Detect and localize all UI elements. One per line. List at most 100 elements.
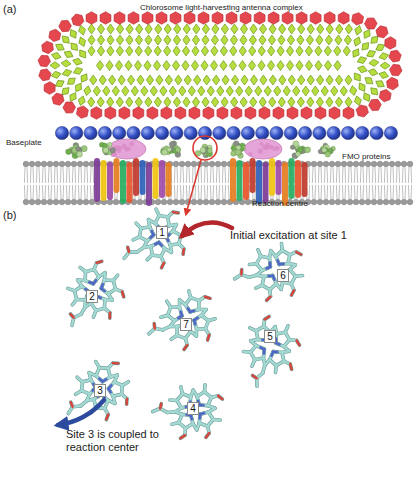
bond-shadow <box>297 340 300 345</box>
bond <box>183 338 189 345</box>
baseplate-protein <box>256 126 269 139</box>
bond-shadow <box>162 263 164 268</box>
lipid-head <box>317 161 323 167</box>
lipid-tail <box>63 185 65 199</box>
bchl-aggregate <box>83 85 92 96</box>
lipid-tail <box>381 167 383 183</box>
bchl-aggregate <box>194 75 201 85</box>
excitation-arrow <box>182 223 232 236</box>
chlorosome-envelope <box>351 12 364 26</box>
bchl-aggregate <box>352 36 362 48</box>
lipid-head <box>371 161 377 167</box>
lipid-tail <box>27 167 29 183</box>
bond <box>127 247 130 252</box>
lipid-tail <box>369 185 371 199</box>
bchl-aggregate <box>249 35 256 45</box>
lipid-head <box>389 161 395 167</box>
bchl-pigment <box>68 359 130 421</box>
lipid-tail <box>363 185 365 199</box>
lipid-tail <box>387 185 389 199</box>
bchl-aggregate <box>154 97 161 107</box>
bond <box>253 378 260 386</box>
bchl-aggregate <box>153 61 160 71</box>
lipid-tail <box>381 185 383 199</box>
lipid-tail <box>24 185 26 199</box>
bond-shadow <box>172 420 179 427</box>
chlorosome-envelope <box>170 12 181 25</box>
bchl-aggregate <box>61 59 72 67</box>
bchl-aggregate <box>306 35 313 45</box>
bchl-aggregate <box>335 97 342 107</box>
lipid-tail <box>336 167 338 183</box>
lipid-head <box>395 161 401 167</box>
baseplate-protein <box>227 126 240 139</box>
lipid-tail <box>54 185 56 199</box>
bond <box>177 307 184 315</box>
bond-shadow <box>268 274 272 278</box>
lipid-head <box>347 161 353 167</box>
bchl-aggregate <box>213 75 220 85</box>
bchl-aggregate <box>116 46 123 56</box>
bond-shadow <box>173 212 178 213</box>
bond-shadow <box>296 252 301 255</box>
bchl-aggregate <box>192 46 199 56</box>
lipid-head <box>53 199 59 205</box>
lipid-tail <box>312 167 314 183</box>
rc-subunit-detail <box>129 141 134 146</box>
bchl-aggregate <box>287 35 294 45</box>
bchl-aggregate <box>296 46 303 56</box>
bchl-aggregate <box>297 97 304 107</box>
lipid-head <box>335 161 341 167</box>
bchl-aggregate <box>88 24 95 34</box>
bchl-aggregate <box>321 86 328 96</box>
bond <box>148 227 154 235</box>
bond-shadow <box>159 215 168 217</box>
bond-shadow <box>168 307 171 315</box>
bchl-aggregate <box>192 97 199 107</box>
rc-subunit <box>108 139 146 159</box>
annotation-label: FMO proteins <box>342 152 390 161</box>
bond <box>103 379 107 382</box>
baseplate-protein <box>141 126 154 139</box>
bond <box>190 309 194 313</box>
bchl-aggregate <box>126 35 133 45</box>
bchl-aggregate <box>211 46 218 56</box>
bchl-aggregate <box>50 51 62 61</box>
bchl-aggregate <box>88 97 95 107</box>
rc-helix <box>237 160 243 201</box>
bchl-aggregate <box>135 35 142 45</box>
lipid-tail <box>57 167 59 183</box>
lipid-head <box>401 199 407 205</box>
bchl-aggregate <box>145 97 152 107</box>
bond-shadow <box>167 408 175 416</box>
bond-shadow <box>179 312 183 316</box>
bond <box>291 276 295 284</box>
rc-subunit <box>244 139 282 159</box>
rc-helix <box>302 162 308 197</box>
bond <box>249 272 257 280</box>
bchl-aggregate <box>73 81 84 93</box>
bchl-aggregate <box>259 35 266 45</box>
lipid-head <box>89 199 95 205</box>
lipid-head <box>71 199 77 205</box>
bond-shadow <box>268 262 272 266</box>
lipid-tail <box>387 167 389 183</box>
bchl-aggregate <box>317 75 324 85</box>
rc-helix <box>133 158 139 196</box>
bond-shadow <box>103 379 107 382</box>
bchl-aggregate <box>345 97 352 107</box>
bond <box>250 352 254 360</box>
bchl-aggregate <box>173 46 180 56</box>
annotation-label: (a) <box>3 3 16 16</box>
bchl-aggregate <box>173 97 180 107</box>
bchl-aggregate <box>236 86 243 96</box>
bond-shadow <box>256 326 264 330</box>
bchl-aggregate <box>160 86 167 96</box>
lipid-tail <box>375 185 377 199</box>
bond-shadow <box>76 390 82 395</box>
lipid-tail <box>51 167 53 183</box>
bond-shadow <box>180 434 185 439</box>
bond-shadow <box>70 402 73 407</box>
bond <box>148 220 155 224</box>
bond <box>205 392 212 398</box>
